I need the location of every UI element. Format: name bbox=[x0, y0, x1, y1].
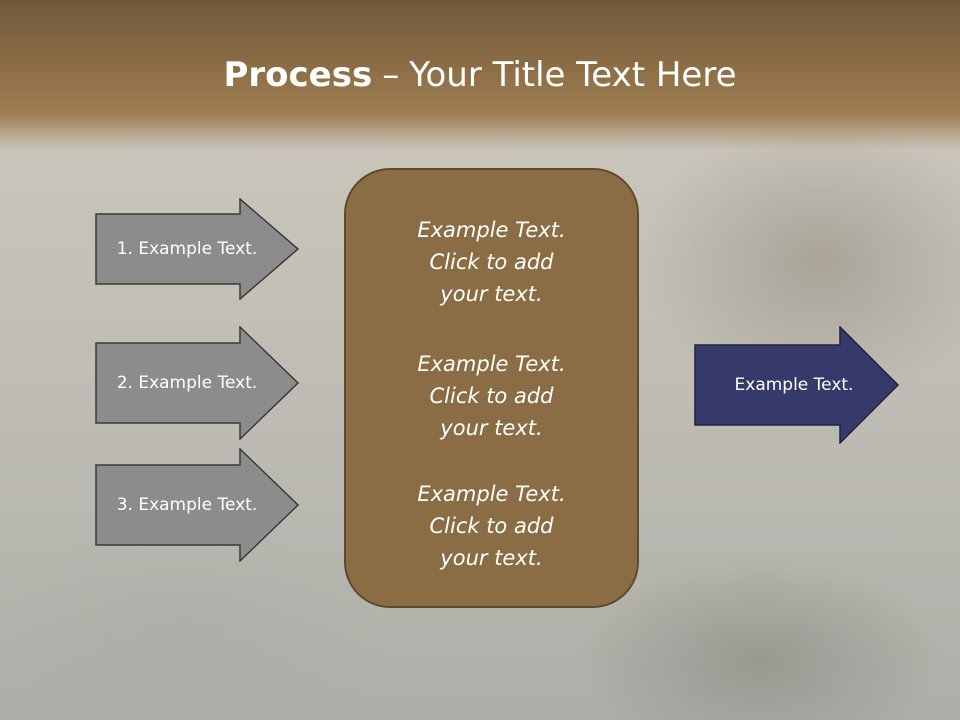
block-line: Click to add bbox=[429, 384, 554, 408]
block-line: your text. bbox=[440, 546, 543, 570]
block-line: Example Text. bbox=[417, 482, 566, 506]
right-arrow-icon bbox=[95, 326, 299, 440]
step-arrow-2[interactable]: 2. Example Text. bbox=[95, 326, 299, 440]
step-arrow-3-label: 3. Example Text. bbox=[116, 495, 258, 515]
step-arrow-1-label: 1. Example Text. bbox=[116, 239, 258, 259]
right-arrow-icon bbox=[95, 198, 299, 300]
center-text-block-2[interactable]: Example Text. Click to add your text. bbox=[346, 348, 637, 444]
center-text-box[interactable]: Example Text. Click to add your text. Ex… bbox=[344, 168, 639, 608]
center-text-block-1[interactable]: Example Text. Click to add your text. bbox=[346, 214, 637, 310]
center-text-block-3[interactable]: Example Text. Click to add your text. bbox=[346, 478, 637, 574]
slide-title[interactable]: Process–Your Title Text Here bbox=[0, 52, 960, 98]
step-arrow-3[interactable]: 3. Example Text. bbox=[95, 448, 299, 562]
right-arrow-icon bbox=[694, 326, 900, 444]
step-arrow-1[interactable]: 1. Example Text. bbox=[95, 198, 299, 300]
block-line: your text. bbox=[440, 416, 543, 440]
right-arrow-icon bbox=[95, 448, 299, 562]
title-rest: Your Title Text Here bbox=[409, 55, 737, 95]
step-arrow-2-label: 2. Example Text. bbox=[116, 373, 258, 393]
block-line: Example Text. bbox=[417, 352, 566, 376]
output-arrow-label: Example Text. bbox=[734, 375, 854, 395]
title-bold: Process bbox=[223, 55, 373, 95]
title-band bbox=[0, 0, 960, 150]
title-separator: – bbox=[382, 55, 400, 95]
block-line: your text. bbox=[440, 282, 543, 306]
block-line: Click to add bbox=[429, 250, 554, 274]
output-arrow[interactable]: Example Text. bbox=[694, 326, 900, 444]
block-line: Click to add bbox=[429, 514, 554, 538]
block-line: Example Text. bbox=[417, 218, 566, 242]
